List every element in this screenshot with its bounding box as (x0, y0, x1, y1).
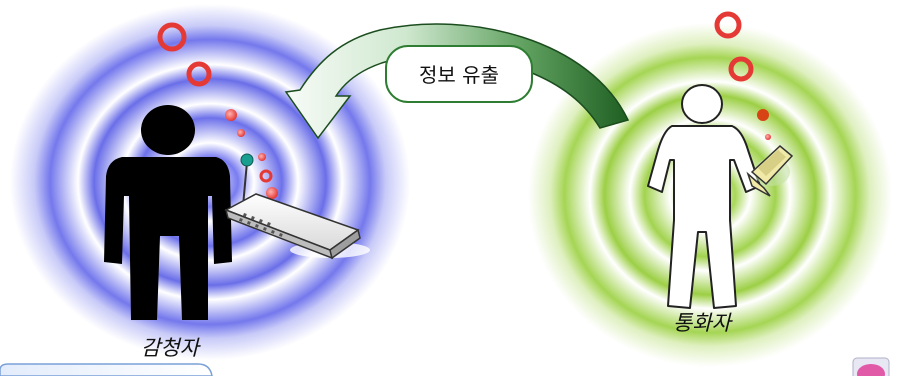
cropped-button-edge (852, 357, 890, 376)
mobile-phone-icon (746, 145, 794, 197)
leak-label-box: 정보 유출 (385, 45, 533, 103)
caller-figure-icon (647, 84, 761, 309)
eavesdropper-thought-bubbles (157, 22, 278, 199)
cropped-panel-edge (0, 363, 213, 376)
antenna-icon (240, 153, 254, 167)
wiretap-device-icon (224, 153, 370, 260)
eavesdropper-figure-icon (104, 105, 232, 320)
caller-label: 통화자 (673, 311, 734, 335)
leak-label: 정보 유출 (419, 63, 499, 87)
caller-thought-bubbles (714, 11, 771, 140)
eavesdropper-label: 감청자 (141, 336, 202, 360)
